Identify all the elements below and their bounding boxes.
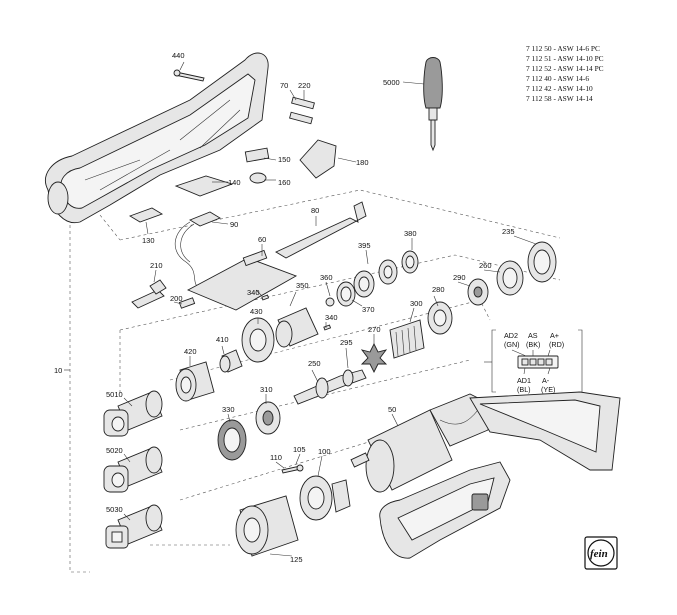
connector-ye-color: (YE)	[541, 385, 555, 394]
sleeve-350-part	[275, 307, 319, 348]
bearing-260-part	[496, 260, 524, 296]
label-295: 295	[340, 338, 353, 347]
label-160: 160	[278, 178, 291, 187]
label-5010: 5010	[106, 390, 123, 399]
label-420: 420	[184, 347, 197, 356]
label-235: 235	[502, 227, 515, 236]
model-line-3: 7 112 52 - ASW 14-14 PC	[526, 64, 604, 73]
label-60: 60	[258, 235, 266, 244]
ring-420-part	[175, 361, 215, 402]
label-330: 330	[222, 405, 235, 414]
connector-ad2-label: AD2	[504, 331, 518, 340]
label-10: 10	[54, 366, 62, 375]
flange-100-part	[299, 475, 351, 521]
gear-housing-125-part	[235, 495, 299, 557]
sleeve-410-part	[219, 349, 243, 373]
connector-gn-color: (GN)	[504, 340, 520, 349]
circuit-board-60-part	[186, 249, 298, 311]
connector-aminus-label: A-	[542, 376, 550, 385]
washers-group-part	[325, 250, 419, 307]
model-line-6: 7 112 58 - ASW 14-14	[526, 94, 593, 103]
angle-head-5020-part	[103, 446, 163, 493]
screw-440-part	[173, 69, 205, 82]
wire-harness-part	[174, 221, 201, 289]
label-70: 70	[280, 81, 288, 90]
ring-gear-330-part	[217, 419, 247, 461]
electronics-group-part	[128, 147, 270, 227]
fein-logo: fein	[584, 536, 618, 570]
label-410: 410	[216, 335, 229, 344]
gear-310-part	[255, 401, 281, 435]
connector-ad1-label: AD1	[517, 376, 531, 385]
label-220: 220	[298, 81, 311, 90]
part-labels: 440 70 220 5000 150 180 140 160 130 90 8…	[54, 51, 515, 564]
label-140: 140	[228, 178, 241, 187]
label-5030: 5030	[106, 505, 123, 514]
label-80: 80	[311, 206, 319, 215]
label-105: 105	[293, 445, 306, 454]
connector-rd-color: (RD)	[549, 340, 564, 349]
label-260: 260	[479, 261, 492, 270]
label-300: 300	[410, 299, 423, 308]
label-310: 310	[260, 385, 273, 394]
connector-aplus-label: A+	[550, 331, 559, 340]
label-50: 50	[388, 405, 396, 414]
disc-430-part	[241, 317, 275, 363]
ring-nut-235-part	[527, 241, 557, 283]
contact-bar-80-part	[275, 201, 367, 259]
star-270-part	[360, 342, 388, 374]
label-leader-lines	[64, 61, 537, 557]
model-list: 7 112 50 - ASW 14-6 PC 7 112 51 - ASW 14…	[526, 44, 604, 103]
connector-as-label: AS	[528, 331, 538, 340]
connector-bk-color: (BK)	[526, 340, 540, 349]
label-340-lower: 340	[325, 313, 338, 322]
housing-shell-part	[45, 52, 269, 224]
label-290: 290	[453, 273, 466, 282]
spring-300-part	[389, 319, 425, 359]
pads-70-220-part	[289, 96, 315, 125]
switch-cover-180-part	[299, 139, 337, 179]
label-180: 180	[356, 158, 369, 167]
model-line-4: 7 112 40 - ASW 14-6	[526, 74, 589, 83]
label-360: 360	[320, 273, 333, 282]
label-5020: 5020	[106, 446, 123, 455]
label-200: 200	[170, 294, 183, 303]
model-line-1: 7 112 50 - ASW 14-6 PC	[526, 44, 600, 53]
gear-290-part	[467, 278, 489, 306]
model-line-5: 7 112 42 - ASW 14-10	[526, 84, 593, 93]
screw-110-part	[281, 464, 304, 474]
label-280: 280	[432, 285, 445, 294]
pins-340-part	[261, 294, 332, 331]
shaft-250-part	[293, 369, 367, 405]
lower-handle-shell-part	[379, 461, 511, 559]
label-350: 350	[296, 281, 309, 290]
label-270: 270	[368, 325, 381, 334]
label-90: 90	[230, 220, 238, 229]
model-line-2: 7 112 51 - ASW 14-10 PC	[526, 54, 604, 63]
label-370: 370	[362, 305, 375, 314]
label-380: 380	[404, 229, 417, 238]
label-110: 110	[270, 453, 282, 462]
handle-grip-part	[469, 391, 621, 471]
fein-logo-text: fein	[590, 548, 608, 560]
connector-bl-color: (BL)	[517, 385, 531, 394]
bracket-210-200-part	[131, 279, 196, 309]
label-125: 125	[290, 555, 303, 564]
label-130: 130	[142, 236, 155, 245]
bearing-280-part	[427, 301, 453, 335]
label-395: 395	[358, 241, 371, 250]
connector-callout: AD2 AS A+ (GN) (BK) (RD) AD1 A- (BL) (YE…	[484, 329, 583, 394]
label-430: 430	[250, 307, 263, 316]
angle-head-5030-part	[105, 504, 163, 549]
label-210: 210	[150, 261, 163, 270]
label-440: 440	[172, 51, 185, 60]
screwdriver-5000-part	[423, 57, 443, 152]
angle-head-5010-part	[103, 390, 163, 437]
label-5000: 5000	[383, 78, 400, 87]
label-250: 250	[308, 359, 321, 368]
label-150: 150	[278, 155, 291, 164]
label-340-upper: 340	[247, 288, 260, 297]
label-100: 100	[318, 447, 331, 456]
